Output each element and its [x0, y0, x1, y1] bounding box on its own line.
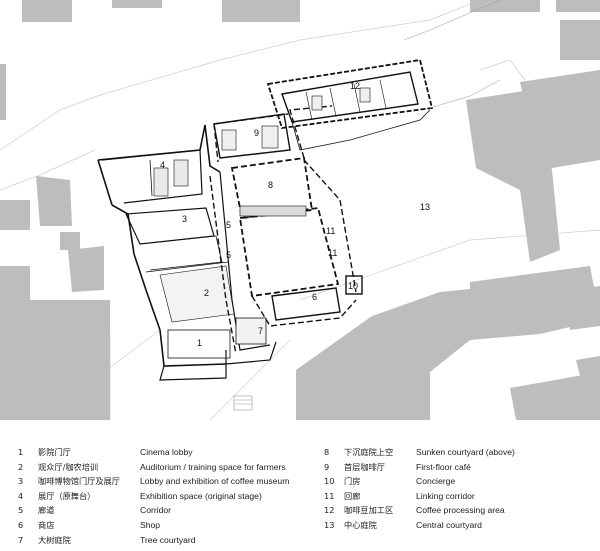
legend-english: Auditorium / training space for farmers: [140, 461, 286, 472]
neighbor-buildings: [0, 0, 600, 420]
legend-chinese: 咖啡豆加工区: [344, 505, 394, 516]
legend-number: 1: [18, 447, 24, 457]
legend-chinese: 回廊: [344, 490, 361, 501]
legend-item: 12 咖啡豆加工区 Coffee processing area: [324, 503, 594, 518]
legend-chinese: 影院门厅: [38, 447, 71, 457]
room-label: 3: [182, 214, 187, 224]
site-plan: 1 2 3 4 5 6 7 8 9 10 11 12 13 5 11: [0, 0, 600, 420]
coffee-processing-block: [266, 0, 501, 151]
legend-number: 9: [324, 461, 330, 472]
entrance-steps: [233, 395, 253, 411]
legend-item: 3 咖啡博物馆门厅及展厅 Lobby and exhibition of cof…: [18, 474, 318, 489]
legend-english: Central courtyard: [416, 519, 482, 530]
legend-chinese: 首层咖啡厅: [344, 461, 385, 472]
room-label: 10: [348, 281, 358, 291]
room-label: 11: [328, 248, 337, 258]
legend-chinese: 门房: [344, 476, 361, 487]
legend-english: Lobby and exhibition of coffee museum: [140, 476, 290, 487]
room-label: 7: [258, 326, 263, 336]
legend-english: Cinema lobby: [140, 447, 193, 457]
legend-number: 7: [18, 534, 24, 545]
room-label: 2: [204, 288, 209, 298]
legend-item: 8 下沉庭院上空 Sunken courtyard (above): [324, 445, 594, 460]
legend-chinese: 展厅（原舞台）: [38, 490, 96, 501]
legend-english: First-floor café: [416, 461, 471, 472]
legend-right-column: 8 下沉庭院上空 Sunken courtyard (above) 9 首层咖啡…: [324, 445, 594, 533]
legend-chinese: 咖啡博物馆门厅及展厅: [38, 476, 120, 487]
legend-item: 2 观众厅/咖农培训 Auditorium / training space f…: [18, 460, 318, 475]
legend-number: 11: [324, 490, 335, 501]
room-label: 11: [326, 226, 335, 236]
legend-item: 7 大树庭院 Tree courtyard: [18, 533, 318, 548]
legend-item: 6 商店 Shop: [18, 518, 318, 533]
legend-english: Concierge: [416, 476, 456, 487]
room-label: 13: [420, 202, 430, 212]
room-label: 6: [312, 292, 317, 302]
legend-item: 4 展厅（原舞台） Exhibition space (original sta…: [18, 489, 318, 504]
legend-english: Shop: [140, 519, 161, 530]
legend-number: 2: [18, 461, 24, 472]
room-label: 9: [254, 128, 259, 138]
room-label: 5: [226, 250, 231, 260]
legend-item: 10 门房 Concierge: [324, 474, 594, 489]
legend-english: Tree courtyard: [140, 534, 196, 545]
legend-number: 4: [18, 490, 24, 501]
legend-number: 5: [18, 505, 24, 516]
building-walls: [97, 124, 277, 381]
room-label: 4: [160, 160, 165, 170]
legend-chinese: 观众厅/咖农培训: [38, 461, 99, 472]
legend-english: Corridor: [140, 505, 172, 516]
room-label: 5: [226, 220, 231, 230]
legend-item: 1 影院门厅 Cinema lobby: [18, 445, 318, 460]
legend-item: 9 首层咖啡厅 First-floor café: [324, 460, 594, 475]
room-label: 12: [350, 81, 360, 91]
legend-english: Linking corridor: [416, 490, 475, 501]
legend-item: 5 廊道 Corridor: [18, 503, 318, 518]
legend-chinese: 中心庭院: [344, 519, 377, 530]
legend-number: 13: [324, 519, 335, 530]
legend-number: 12: [324, 505, 335, 516]
legend-english: Sunken courtyard (above): [416, 447, 515, 457]
legend-chinese: 大树庭院: [38, 534, 71, 545]
room-label: 1: [197, 338, 202, 348]
room-labels: 1 2 3 4 5 6 7 8 9 10 11 12 13 5 11: [160, 81, 430, 348]
legend-number: 3: [18, 476, 24, 487]
legend-number: 10: [324, 476, 335, 487]
legend-number: 6: [18, 519, 24, 530]
legend-item: 11 回廊 Linking corridor: [324, 489, 594, 504]
first-floor-cafe: [213, 113, 291, 159]
legend-english: Coffee processing area: [416, 505, 505, 516]
legend-chinese: 下沉庭院上空: [344, 447, 394, 457]
room-label: 8: [268, 180, 273, 190]
legend-number: 8: [324, 447, 330, 457]
legend-chinese: 廊道: [38, 505, 55, 516]
legend-chinese: 商店: [38, 519, 55, 530]
linking-corridors: [209, 105, 363, 355]
legend-item: 13 中心庭院 Central courtyard: [324, 518, 594, 533]
legend-left-column: 1 影院门厅 Cinema lobby 2 观众厅/咖农培训 Auditoriu…: [18, 445, 318, 547]
legend-english: Exhibition space (original stage): [140, 490, 262, 501]
